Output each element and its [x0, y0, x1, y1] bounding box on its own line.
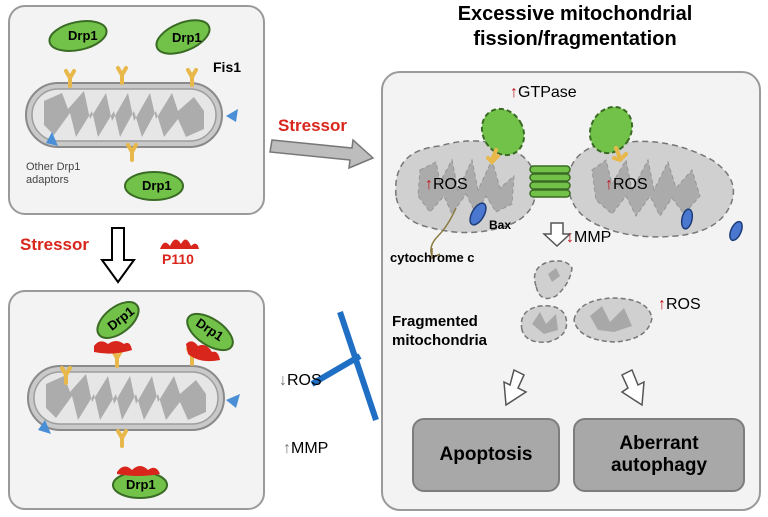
p110-bound-3: [117, 466, 160, 476]
drp1-label-1: Drp1: [68, 28, 98, 43]
drp1-label-bottom-3: Drp1: [126, 477, 156, 492]
fis1-label: Fis1: [213, 59, 242, 75]
drp1-label-2: Drp1: [172, 30, 202, 45]
p110-label: P110: [162, 251, 194, 267]
mitochondrion-top: [25, 82, 223, 148]
p110-bound-1: [94, 341, 132, 354]
bax-label: Bax: [489, 218, 512, 232]
p110-shape: [160, 239, 199, 249]
inhibition-line: [310, 353, 362, 387]
bax-shape: [469, 202, 487, 226]
to-autophagy-arrow: [620, 368, 645, 407]
ros-decrease-label: ↓ROS: [279, 372, 322, 389]
cytochrome-c-label: cytochrome c: [390, 250, 475, 265]
stressor-down-arrow: [100, 227, 136, 284]
other-adaptor-right-bottom: [226, 394, 240, 408]
drp1-bottom-1: [96, 301, 140, 339]
down-arrow-icon: ↓: [566, 229, 574, 246]
drp1-oligomer-right: [588, 105, 634, 155]
mmp-increase-label: ↑MMP: [283, 440, 329, 457]
adaptor-right-panel-1: [486, 148, 500, 165]
cytochrome-c-release: [430, 207, 457, 257]
up-arrow-icon: ↑: [283, 440, 291, 457]
other-adaptor-left-bottom: [38, 420, 51, 434]
other-adaptors-label: Other Drp1 adaptors: [26, 161, 81, 186]
ros-label-fragment: ↑ROS: [658, 296, 701, 313]
ros-label-right: ↑ROS: [605, 176, 648, 193]
outcome-aberrant-autophagy: Aberrant autophagy: [573, 418, 745, 492]
drp1-label-3: Drp1: [142, 178, 172, 193]
drp1-bottom-2: [186, 312, 234, 352]
mitochondrion-bottom: [27, 365, 225, 431]
up-arrow-icon: ↑: [510, 84, 518, 101]
other-adaptor-right-top: [226, 109, 238, 122]
other-adaptor-left-top: [46, 132, 58, 146]
mmp-decrease-label: ↓MMP: [566, 229, 612, 246]
bax-shape-2: [680, 208, 694, 230]
stressor-label-horizontal: Stressor: [278, 116, 347, 135]
gtpase-label: ↑GTPase: [510, 84, 577, 101]
drp1-shape-1: [48, 20, 108, 52]
ros-label-left: ↑ROS: [425, 176, 468, 193]
fission-down-arrow: [542, 222, 572, 248]
to-apoptosis-arrow: [503, 368, 528, 407]
drp1-oligomer-left: [480, 107, 526, 157]
down-arrow-icon: ↓: [279, 372, 287, 389]
bax-shape-3: [729, 220, 743, 242]
drp1-shape-3: [124, 171, 184, 201]
up-arrow-icon: ↑: [658, 296, 666, 313]
inhibition-bar: [337, 311, 379, 421]
stressor-right-arrow: [269, 138, 375, 170]
stressor-label-vertical: Stressor: [20, 235, 89, 254]
outcome-apoptosis: Apoptosis: [412, 418, 560, 492]
adaptor-right-panel-2: [612, 146, 628, 163]
figure-title: Excessive mitochondrial fission/fragment…: [457, 3, 693, 50]
fragmented-label: Fragmented mitochondria: [392, 313, 488, 349]
drp1-ring: [529, 165, 571, 198]
up-arrow-icon: ↑: [605, 176, 613, 193]
up-arrow-icon: ↑: [425, 176, 433, 193]
p110-bound-2: [186, 341, 220, 362]
drp1-shape-2: [155, 19, 211, 55]
